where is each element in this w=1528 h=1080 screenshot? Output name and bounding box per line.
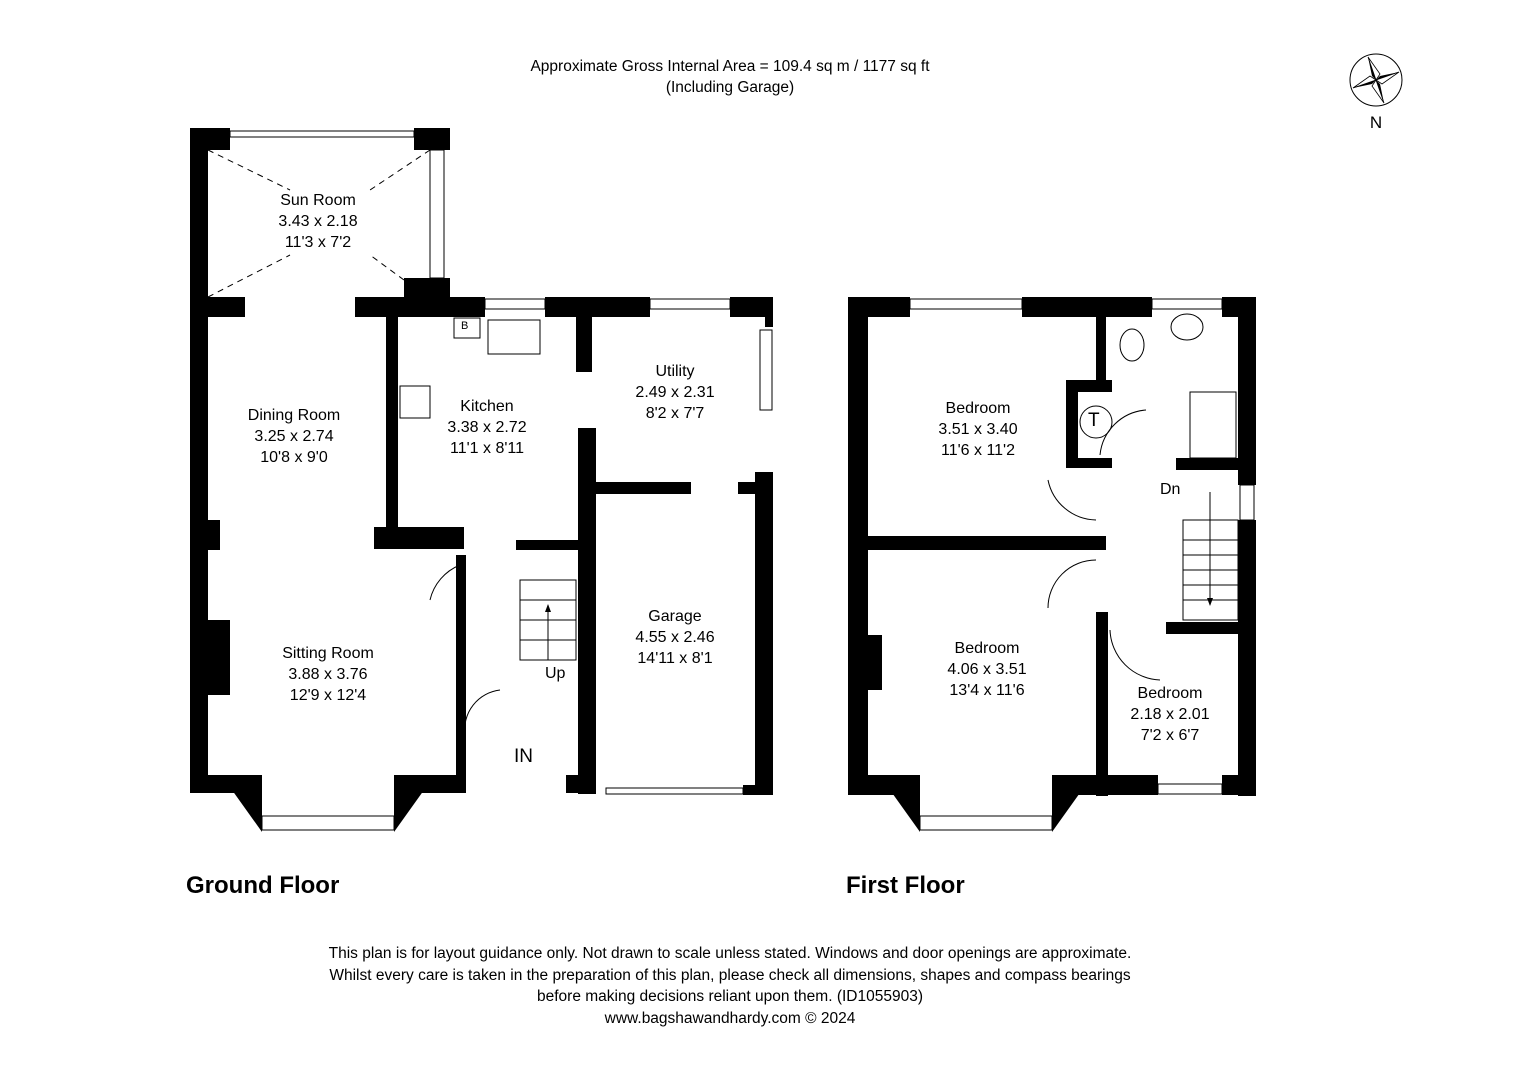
room-name: Bedroom xyxy=(1137,685,1203,702)
compass: N xyxy=(1348,52,1404,132)
gross-area-text: Approximate Gross Internal Area = 109.4 … xyxy=(530,58,930,75)
room-dining-room: Dining Room 3.25 x 2.74 10'8 x 9'0 xyxy=(248,405,340,468)
first-floor-plan xyxy=(848,297,1256,832)
room-bedroom-1: Bedroom 3.51 x 3.40 11'6 x 11'2 xyxy=(938,398,1017,461)
room-imperial: 10'8 x 9'0 xyxy=(260,449,328,466)
disclaimer-line-3: before making decisions reliant upon the… xyxy=(536,988,923,1005)
room-metric: 3.43 x 2.18 xyxy=(278,213,358,230)
compass-rose-icon xyxy=(1349,53,1403,107)
room-utility: Utility 2.49 x 2.31 8'2 x 7'7 xyxy=(635,361,714,424)
disclaimer-line-1: This plan is for layout guidance only. N… xyxy=(328,945,1132,962)
room-imperial: 11'3 x 7'2 xyxy=(284,234,352,251)
website-link[interactable]: www.bagshawandhardy.com © 2024 xyxy=(604,1009,856,1027)
stairs-up-label: Up xyxy=(545,665,566,682)
room-metric: 3.25 x 2.74 xyxy=(254,428,334,445)
room-metric: 4.06 x 3.51 xyxy=(947,661,1027,678)
room-name: Sun Room xyxy=(280,192,356,209)
room-metric: 3.88 x 3.76 xyxy=(288,666,368,683)
room-imperial: 14'11 x 8'1 xyxy=(637,650,713,667)
room-name: Utility xyxy=(655,363,695,380)
entrance-label: IN xyxy=(514,746,533,767)
compass-north-label: N xyxy=(1369,113,1383,132)
ground-floor-plan xyxy=(190,128,773,832)
room-metric: 3.51 x 3.40 xyxy=(938,421,1018,438)
disclaimer-footer: This plan is for layout guidance only. N… xyxy=(0,943,1460,1029)
room-metric: 3.38 x 2.72 xyxy=(447,419,527,436)
room-imperial: 11'6 x 11'2 xyxy=(940,442,1016,459)
first-floor-title: First Floor xyxy=(846,872,965,899)
room-metric: 2.18 x 2.01 xyxy=(1130,706,1210,723)
room-imperial: 8'2 x 7'7 xyxy=(645,405,705,422)
stairs-down-label: Dn xyxy=(1160,481,1181,498)
room-imperial: 11'1 x 8'11 xyxy=(449,440,525,457)
boiler-label: B xyxy=(461,320,469,332)
room-name: Bedroom xyxy=(954,640,1020,657)
tank-label: T xyxy=(1088,410,1100,431)
room-name: Sitting Room xyxy=(282,645,374,662)
room-imperial: 12'9 x 12'4 xyxy=(289,687,367,704)
room-sitting-room: Sitting Room 3.88 x 3.76 12'9 x 12'4 xyxy=(282,643,374,706)
disclaimer-line-2: Whilst every care is taken in the prepar… xyxy=(329,966,1131,984)
room-name: Dining Room xyxy=(247,407,341,424)
room-name: Garage xyxy=(648,608,702,625)
room-metric: 4.55 x 2.46 xyxy=(635,629,715,646)
gross-area-note: (Including Garage) xyxy=(665,79,795,96)
room-imperial: 7'2 x 6'7 xyxy=(1140,727,1200,744)
room-name: Bedroom xyxy=(945,400,1011,417)
room-bedroom-3: Bedroom 2.18 x 2.01 7'2 x 6'7 xyxy=(1130,683,1209,746)
room-name: Kitchen xyxy=(460,398,514,415)
room-sun-room: Sun Room 3.43 x 2.18 11'3 x 7'2 xyxy=(278,190,357,253)
room-metric: 2.49 x 2.31 xyxy=(635,384,715,401)
room-imperial: 13'4 x 11'6 xyxy=(949,682,1025,699)
ground-floor-title: Ground Floor xyxy=(186,872,340,899)
room-kitchen: Kitchen 3.38 x 2.72 11'1 x 8'11 xyxy=(447,396,526,459)
room-garage: Garage 4.55 x 2.46 14'11 x 8'1 xyxy=(635,606,714,669)
header: Approximate Gross Internal Area = 109.4 … xyxy=(0,56,1460,98)
room-bedroom-2: Bedroom 4.06 x 3.51 13'4 x 11'6 xyxy=(947,638,1026,701)
